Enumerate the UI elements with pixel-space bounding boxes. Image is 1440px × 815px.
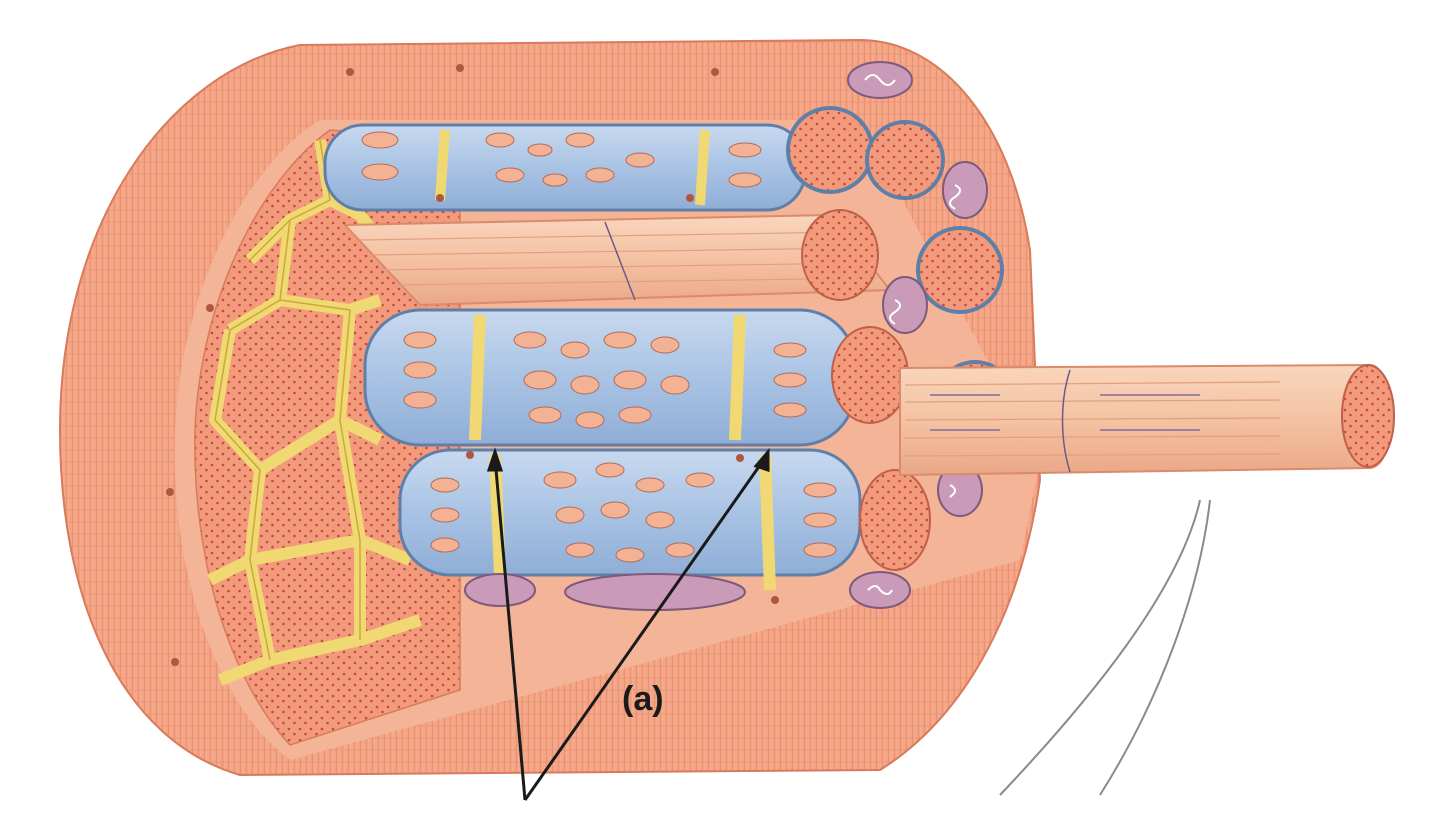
myofibril-exposed: [342, 209, 893, 307]
leader-lines-a: [486, 447, 770, 801]
label-a: (a): [622, 680, 664, 718]
leader-lines-right: [999, 499, 1211, 796]
sr-row-bottom: [398, 448, 931, 591]
sr-row-top: [323, 123, 807, 212]
mitochondria: [464, 61, 988, 611]
surface-pores: [166, 64, 779, 666]
extended-myofibril: [899, 363, 1395, 477]
sr-row-middle: [363, 308, 909, 447]
cross-section-face: [194, 129, 461, 746]
